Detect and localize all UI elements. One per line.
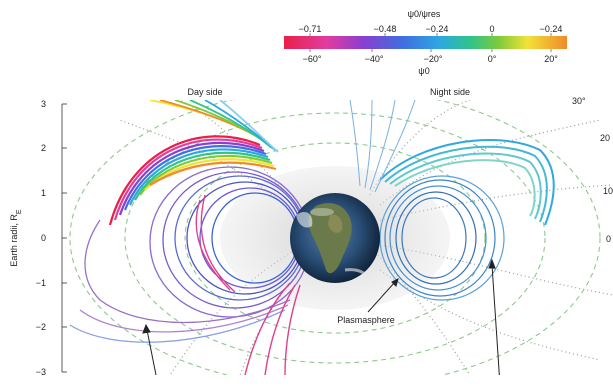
right-latitude-label: 20	[600, 133, 610, 143]
colorbar-top-ticks: −0.71 −0.48 −0.24 0 −0.24	[299, 24, 563, 34]
colorbar-subtitle: ψ0	[418, 66, 429, 76]
y-tick-label: 0	[41, 233, 46, 243]
bottom-arrows	[142, 258, 500, 375]
colorbar-bottom-tick: 0°	[488, 54, 497, 64]
pink-field-lines	[195, 194, 301, 375]
colorbar-top-tick: 0	[489, 24, 494, 34]
colorbar-tick-marks	[309, 33, 552, 52]
right-latitude-label: 0	[606, 234, 611, 244]
colorbar-bottom-ticks: −60° −40° −20° 0° 20°	[303, 54, 559, 64]
colorbar: ψ0/ψres −0.71 −0.48 −0.24 0 −0.24 −60° −…	[284, 9, 567, 76]
colorbar-bottom-tick: −60°	[303, 54, 322, 64]
plasmasphere-label: Plasmasphere	[337, 315, 395, 325]
colorbar-gradient	[284, 36, 567, 49]
y-axis: 3 2 1 0 −1 −2 −3 Earth radii, RE	[9, 99, 67, 377]
colorbar-top-tick: −0.71	[299, 24, 322, 34]
y-tick-label: 3	[41, 99, 46, 109]
upper-right-lines	[349, 100, 416, 193]
y-axis-label: Earth radii, RE	[9, 209, 23, 267]
upper-left-streaks	[149, 100, 279, 153]
plasmasphere-arrow	[367, 278, 399, 313]
colorbar-title: ψ0/ψres	[408, 9, 441, 19]
right-latitude-label: 10	[603, 186, 613, 196]
colorbar-top-tick: −0.48	[374, 24, 397, 34]
colorbar-bottom-tick: −40°	[365, 54, 384, 64]
night-side-label: Night side	[430, 87, 470, 97]
day-rainbow-arc	[108, 135, 277, 226]
night-cyan-arc	[379, 139, 555, 226]
y-tick-label: −1	[36, 278, 46, 288]
colorbar-top-tick: −0.24	[426, 24, 449, 34]
dashed-contours	[69, 100, 601, 375]
right-latitude-label: 30°	[572, 96, 586, 106]
y-tick-label: 2	[41, 143, 46, 153]
earth	[290, 193, 380, 283]
day-side-label: Day side	[187, 87, 222, 97]
colorbar-top-tick: −0.24	[540, 24, 563, 34]
y-tick-label: 1	[41, 188, 46, 198]
colorbar-bottom-tick: −20°	[424, 54, 443, 64]
y-tick-label: −3	[36, 367, 46, 377]
y-tick-label: −2	[36, 322, 46, 332]
colorbar-bottom-tick: 20°	[544, 54, 558, 64]
